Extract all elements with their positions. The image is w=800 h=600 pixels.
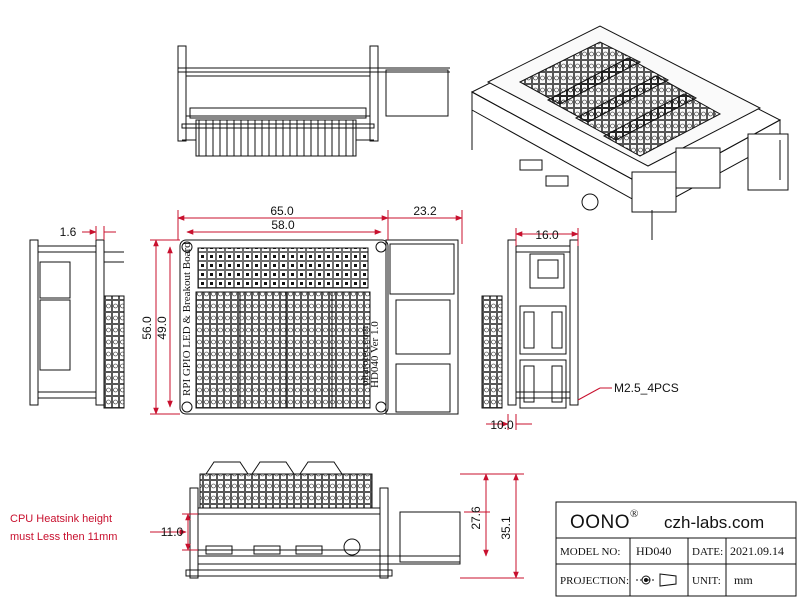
date-label: DATE:: [692, 546, 723, 558]
heatsink-note-line2: must Less then 11mm: [10, 531, 117, 543]
heatsink-note-line1: CPU Heatsink height: [10, 513, 112, 525]
model-label: MODEL NO:: [560, 546, 620, 558]
model-value: HD040: [636, 544, 671, 558]
dim-width-58: 58.0: [271, 218, 295, 232]
dim-side-16: 16.0: [535, 228, 559, 242]
board-site-text: oltarotec.com: [359, 325, 371, 386]
brand-name: OONO: [570, 512, 630, 533]
registered-mark: ®: [630, 508, 638, 520]
front-board-view: [179, 239, 459, 415]
dim-height-56: 56.0: [140, 316, 154, 340]
bottom-front-view: [185, 461, 461, 579]
date-value: 2021.09.14: [730, 544, 784, 558]
board-side-title: RPI GPIO LED & Breakout Board: [181, 242, 193, 396]
title-block: [555, 501, 797, 597]
unit-label: UNIT:: [692, 575, 721, 587]
dim-thickness-1-6: 1.6: [60, 225, 77, 239]
dim-side-10: 10.0: [490, 418, 514, 432]
dim-clearance-11: 11.0: [161, 525, 184, 539]
projection-label: PROJECTION:: [560, 575, 629, 587]
dim-width-23: 23.2: [413, 204, 437, 218]
right-side-view: [481, 239, 579, 409]
isometric-view: [470, 25, 789, 240]
board-model-version: HD040 Ver 1.0: [369, 321, 381, 388]
top-profile-view: [177, 45, 450, 157]
dim-width-65: 65.0: [270, 204, 294, 218]
dim-height-27-6: 27.6: [469, 506, 483, 530]
left-side-view: [29, 239, 125, 409]
unit-value: mm: [734, 573, 753, 587]
dim-height-35-1: 35.1: [499, 516, 513, 540]
dim-hole-note: M2.5_4PCS: [614, 381, 679, 395]
dimension-lines: [82, 210, 612, 579]
brand-website: czh-labs.com: [664, 513, 764, 532]
dim-height-49: 49.0: [155, 316, 169, 340]
